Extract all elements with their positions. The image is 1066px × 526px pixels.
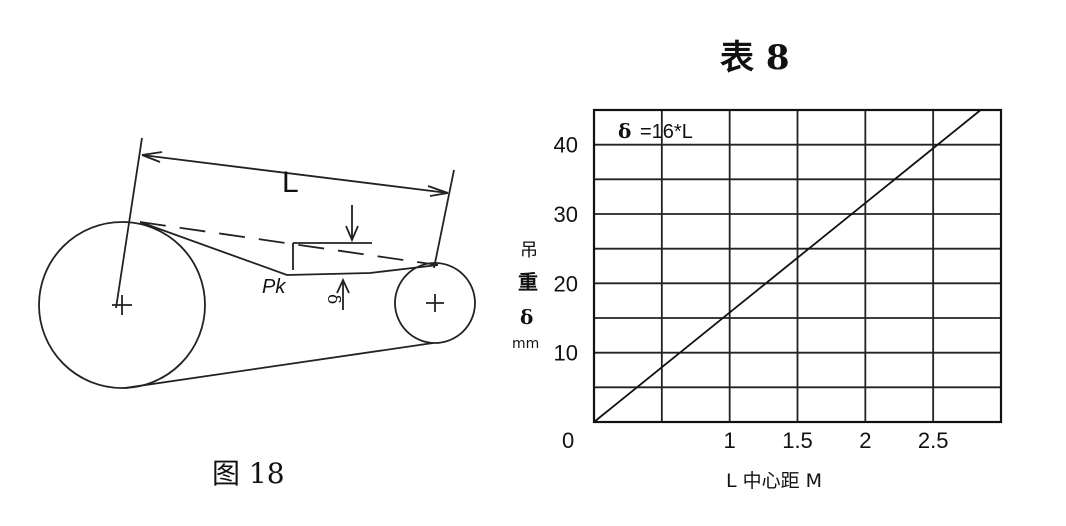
y-tick-label: 0 bbox=[562, 428, 574, 453]
y-tick-label: 10 bbox=[554, 341, 578, 366]
x-tick-label: 1 bbox=[724, 428, 736, 453]
belt-reference-line bbox=[139, 221, 439, 266]
dimension-arrow-right bbox=[427, 185, 449, 197]
y-tick-label: 40 bbox=[554, 133, 578, 158]
x-tick-label: 2.5 bbox=[918, 428, 949, 453]
x-tick-label: 1.5 bbox=[782, 428, 813, 453]
span-label: L bbox=[282, 166, 299, 199]
extension-line-right bbox=[433, 169, 455, 269]
x-axis-label: L 中心距 M bbox=[726, 470, 822, 492]
dimension-arrow-left bbox=[141, 151, 163, 163]
y-tick-label: 20 bbox=[554, 271, 578, 296]
chart-title: 表 8 bbox=[720, 38, 790, 78]
extension-line-left bbox=[115, 137, 143, 309]
belt-bottom-span bbox=[124, 342, 434, 389]
large-pulley bbox=[38, 221, 206, 389]
plot-frame bbox=[592, 108, 1003, 424]
dimension-line-l bbox=[141, 154, 449, 194]
belt-drive-diagram: L Pk δ bbox=[38, 137, 476, 389]
deflection-arrow-bottom bbox=[336, 277, 350, 310]
y-axis-label-line-3: δ bbox=[520, 305, 533, 329]
y-tick-label: 30 bbox=[554, 202, 578, 227]
formula-symbol: δ bbox=[618, 119, 631, 143]
deflection-chart: 40 30 20 10 0 1 1.5 2 2.5 δ =16*L 吊 重 δ mm L 中心… bbox=[512, 108, 1003, 492]
chart-grid bbox=[594, 110, 1001, 422]
deflection-arrow-top bbox=[345, 205, 359, 243]
belt-top-span bbox=[139, 221, 439, 276]
small-pulley-center-mark bbox=[426, 294, 444, 312]
deflection-label: δ bbox=[323, 294, 343, 304]
large-pulley-center-mark bbox=[112, 295, 132, 315]
y-axis-label-line-2: 重 bbox=[518, 270, 538, 294]
point-label: Pk bbox=[262, 276, 286, 298]
formula-text: =16*L bbox=[640, 121, 693, 143]
y-axis-label-line-1: 吊 bbox=[520, 240, 538, 261]
y-axis-label-line-4: mm bbox=[512, 336, 539, 352]
x-tick-label: 2 bbox=[859, 428, 871, 453]
series-line bbox=[593, 109, 982, 423]
figure-caption: 图 18 bbox=[212, 457, 285, 490]
